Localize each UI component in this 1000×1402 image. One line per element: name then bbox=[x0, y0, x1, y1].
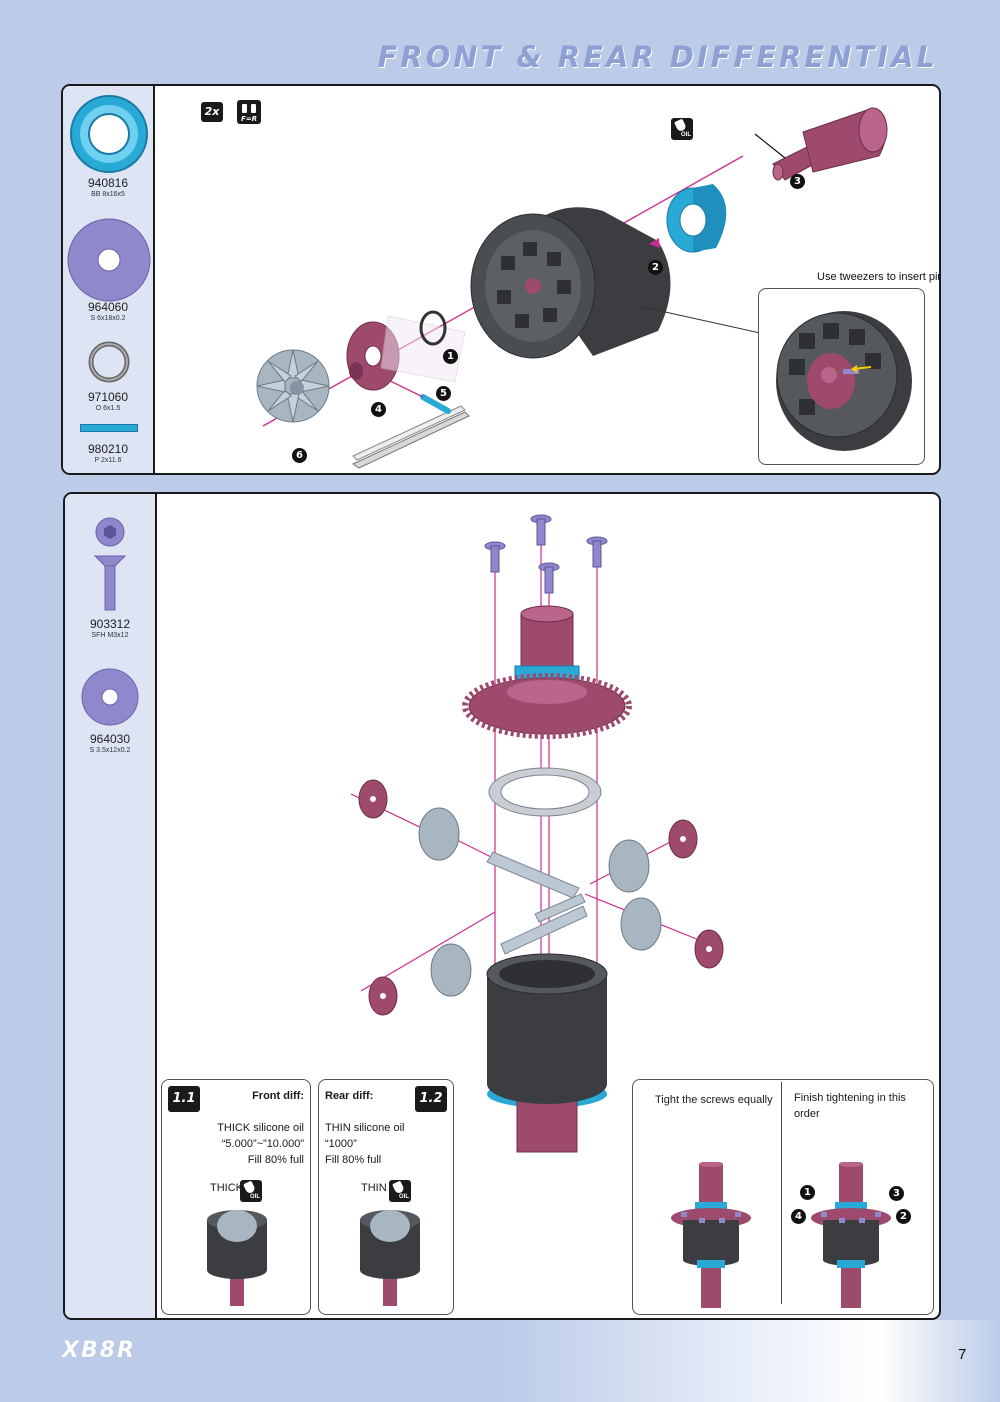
rear-diff-image bbox=[360, 1210, 420, 1306]
parts-column: 940816 BB 8x16x5 964060 S 6x18x0.2 97106… bbox=[63, 86, 155, 473]
step-2-panel: 903312 SFH M3x12 964030 S 3.5x12x0.2 bbox=[63, 492, 941, 1320]
ring-gear bbox=[462, 605, 632, 739]
callout-number-4: 4 bbox=[371, 402, 386, 417]
part-964060: 964060 S 6x18x0.2 bbox=[87, 300, 129, 322]
page-number: 7 bbox=[958, 1346, 967, 1363]
bevel-gear-6 bbox=[256, 349, 330, 423]
order-number-3: 3 bbox=[889, 1186, 904, 1201]
tightening-box: Tight the screws equally Finish tighteni… bbox=[632, 1079, 934, 1315]
front-diff-fill: Fill 80% full bbox=[247, 1154, 304, 1166]
callout-number-5: 5 bbox=[436, 386, 451, 401]
tweezers-callout bbox=[758, 288, 925, 465]
callout-label: Use tweezers to insert pin bbox=[817, 271, 941, 283]
pin-icon bbox=[80, 424, 138, 432]
rear-diff-oil: THIN silicone oil bbox=[325, 1122, 405, 1134]
front-oil-tag: THICK bbox=[210, 1182, 243, 1194]
front-diff-image bbox=[207, 1210, 267, 1306]
step-badge-1-1: 1.1 bbox=[168, 1086, 200, 1112]
washer-icon bbox=[81, 668, 139, 726]
o-ring-icon bbox=[88, 341, 130, 383]
step-1-panel: 940816 BB 8x16x5 964060 S 6x18x0.2 97106… bbox=[61, 84, 941, 475]
front-diff-oil: THICK silicone oil bbox=[217, 1122, 304, 1134]
rear-diff-oil-value: “1000” bbox=[325, 1138, 357, 1150]
tighten-equally-label: Tight the screws equally bbox=[655, 1094, 773, 1106]
front-diff-title: Front diff: bbox=[252, 1090, 304, 1102]
step-badge-1-2: 1.2 bbox=[415, 1086, 447, 1112]
rear-diff-fill: Fill 80% full bbox=[325, 1154, 382, 1166]
diff-case bbox=[470, 207, 671, 359]
part-964030: 964030 S 3.5x12x0.2 bbox=[89, 732, 131, 754]
rear-diff-box: 1.2 Rear diff: THIN silicone oil “1000” … bbox=[318, 1079, 454, 1315]
rear-oil-tag: THIN bbox=[361, 1182, 387, 1194]
order-number-4: 4 bbox=[791, 1209, 806, 1224]
rear-diff-title: Rear diff: bbox=[325, 1090, 374, 1102]
callout-number-3: 3 bbox=[790, 174, 805, 189]
oil-icon: OIL bbox=[671, 118, 693, 140]
page-title: FRONT & REAR DIFFERENTIAL bbox=[377, 40, 938, 74]
order-number-1: 1 bbox=[800, 1185, 815, 1200]
diff-pair-icon bbox=[242, 104, 256, 113]
bearing-2 bbox=[666, 184, 727, 253]
callout-number-6: 6 bbox=[292, 448, 307, 463]
output-cup-3 bbox=[772, 107, 888, 181]
tighten-order-label: Finish tightening in this order bbox=[794, 1092, 906, 1120]
front-diff-box: 1.1 Front diff: THICK silicone oil “5.00… bbox=[161, 1079, 311, 1315]
parts-column: 903312 SFH M3x12 964030 S 3.5x12x0.2 bbox=[65, 494, 157, 1318]
brand-logo: XB8R bbox=[62, 1338, 136, 1363]
callout-number-2: 2 bbox=[648, 260, 663, 275]
oil-icon: OIL bbox=[240, 1180, 262, 1202]
part-980210: 980210 P 2x11.6 bbox=[87, 442, 129, 464]
callout-number-1: 1 bbox=[443, 349, 458, 364]
shim-icon bbox=[67, 218, 151, 302]
front-diff-oil-range: “5.000”~”10.000” bbox=[221, 1138, 304, 1150]
step2-exploded-diagram bbox=[350, 514, 724, 1153]
oil-icon: OIL bbox=[389, 1180, 411, 1202]
assembled-diff-right bbox=[811, 1162, 891, 1308]
screw-icon bbox=[93, 517, 127, 611]
order-number-2: 2 bbox=[896, 1209, 911, 1224]
step1-exploded-diagram bbox=[256, 107, 888, 469]
part-971060: 971060 O 6x1.5 bbox=[87, 390, 129, 412]
lower-diff-case bbox=[486, 953, 608, 1153]
part-903312: 903312 SFH M3x12 bbox=[89, 617, 131, 639]
part-940816: 940816 BB 8x16x5 bbox=[87, 176, 129, 198]
assembled-diff-left bbox=[671, 1162, 751, 1308]
case-closeup bbox=[776, 311, 912, 451]
divider bbox=[781, 1082, 782, 1304]
front-equals-rear-badge: F=R bbox=[237, 100, 261, 124]
footer-bar bbox=[0, 1320, 1000, 1402]
bearing-icon bbox=[70, 95, 148, 173]
count-badge: 2x bbox=[201, 102, 223, 122]
